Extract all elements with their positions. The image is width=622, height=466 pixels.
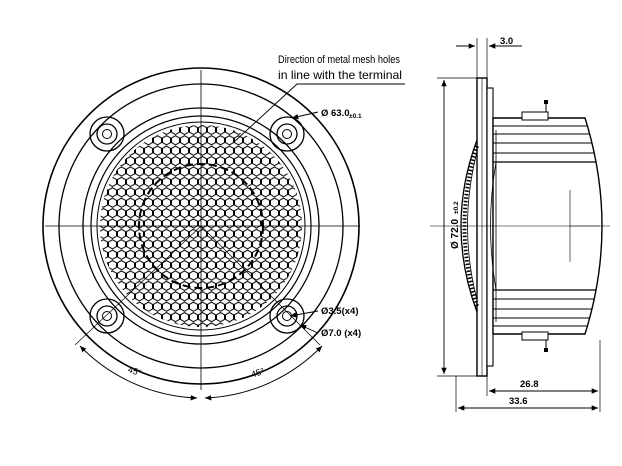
grille-inner-rim [96, 121, 306, 331]
flange-step [486, 87, 494, 367]
mesh-diameter-tolerance: ±0.1 [349, 113, 362, 120]
outer-flange-ring [42, 67, 360, 385]
angle-label-right: 45° [250, 366, 266, 380]
grille-outer-ring [82, 107, 320, 345]
mounting-hole-bottom-left [89, 298, 125, 334]
angle-label-left: 45° [127, 364, 143, 378]
mesh-diameter-label: Ø 63.0 [321, 108, 350, 119]
grille-rim [90, 115, 312, 337]
terminal-top [521, 100, 549, 121]
angle-arc-left [79, 345, 198, 401]
body-depth-label: 26.8 [520, 379, 539, 390]
flange-thickness-label: 3.0 [500, 36, 513, 47]
mounting-hole-top-right [269, 116, 305, 152]
diagonal-centerline-1 [74, 225, 202, 346]
front-view: Direction of metal mesh holes in line wi… [42, 54, 405, 401]
outer-diameter-label: Ø 72.0 [450, 219, 461, 249]
hole-large-leader [299, 324, 319, 334]
hole-small-label: Ø3.5(x4) [321, 306, 359, 317]
terminal-bottom [521, 331, 549, 352]
outer-diameter-tolerance: ±0.2 [453, 201, 460, 214]
hole-small-leader [289, 310, 319, 318]
dome-dashed-outline [138, 163, 264, 289]
side-view: Ø 72.0 ±0.2 3.0 26.8 33.6 [430, 36, 610, 412]
outer-flange-ring-inner [58, 83, 344, 369]
angle-arc-right [204, 345, 323, 401]
hole-large-label: Ø7.0 (x4) [321, 328, 361, 339]
annotation-line-2: in line with the terminal [278, 68, 402, 82]
annotation-line-1: Direction of metal mesh holes [278, 54, 400, 66]
mesh-diameter-leader [291, 111, 319, 120]
total-depth-label: 33.6 [509, 396, 528, 407]
mounting-hole-bottom-right [269, 298, 305, 334]
mounting-hole-top-left [89, 116, 125, 152]
annotation-leader [233, 83, 405, 143]
